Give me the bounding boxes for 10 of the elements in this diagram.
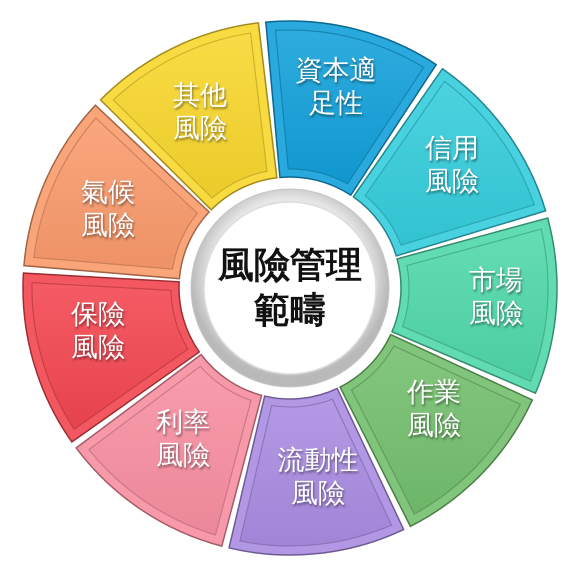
segment-label: 作業風險	[406, 377, 462, 443]
segment-label: 流動性風險	[276, 445, 360, 511]
segment-label: 氣候風險	[80, 177, 136, 243]
segment-label: 信用風險	[424, 133, 480, 199]
segment-label: 保險風險	[70, 299, 126, 365]
segment-label: 其他風險	[172, 80, 228, 146]
segment-label: 市場風險	[468, 265, 524, 331]
center-title: 風險管理範疇	[216, 244, 363, 333]
segment-label: 資本適足性	[294, 55, 378, 121]
segment-label: 利率風險	[155, 407, 211, 473]
